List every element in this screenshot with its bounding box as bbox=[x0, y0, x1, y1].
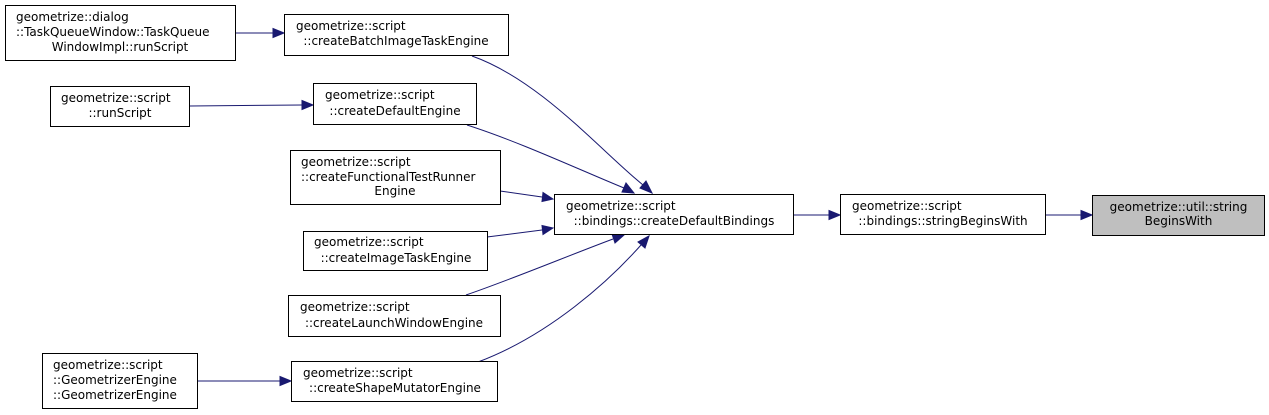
node-util-string-begins-with[interactable]: geometrize::util::string BeginsWith bbox=[1092, 195, 1265, 236]
node-label-line: ::bindings::stringBeginsWith bbox=[858, 214, 1027, 228]
node-label-line: WindowImpl::runScript bbox=[52, 40, 189, 54]
edge-create-image-task-engine-to-create-default-bindings bbox=[486, 229, 543, 238]
node-label-line: geometrize::script bbox=[325, 88, 435, 102]
arrowhead-icon bbox=[301, 99, 315, 111]
node-label-line: ::GeometrizerEngine bbox=[53, 388, 177, 402]
node-label-line: geometrize::script bbox=[296, 19, 406, 33]
edge-create-launch-window-engine-to-create-default-bindings bbox=[465, 238, 614, 296]
edge-create-shape-mutator-engine-to-create-default-bindings bbox=[477, 244, 642, 363]
node-label-line: geometrize::script bbox=[852, 199, 962, 213]
arrowhead-icon bbox=[611, 233, 626, 244]
edge-create-default-engine-to-create-default-bindings bbox=[466, 124, 625, 189]
arrowhead-icon bbox=[621, 182, 636, 194]
node-task-queue-window-run-script[interactable]: geometrize::dialog ::TaskQueueWindow::Ta… bbox=[5, 5, 236, 61]
arrowhead-icon bbox=[279, 375, 293, 387]
arrowhead-icon bbox=[272, 27, 286, 39]
arrowhead-icon bbox=[637, 234, 650, 249]
node-geometrizer-engine-constructor[interactable]: geometrize::script ::GeometrizerEngine :… bbox=[42, 353, 198, 409]
node-label-line: ::createShapeMutatorEngine bbox=[309, 381, 481, 395]
node-bindings-string-begins-with[interactable]: geometrize::script ::bindings::stringBeg… bbox=[840, 194, 1046, 235]
node-label-line: geometrize::dialog bbox=[16, 10, 129, 24]
node-label-line: ::createFunctionalTestRunner bbox=[301, 170, 476, 184]
arrowhead-icon bbox=[639, 180, 654, 194]
edge-create-functional-test-runner-engine-to-create-default-bindings bbox=[499, 190, 543, 198]
node-label-line: geometrize::script bbox=[61, 91, 171, 105]
edge-runscript-to-create-default-engine bbox=[189, 104, 303, 107]
node-create-launch-window-engine[interactable]: geometrize::script ::createLaunchWindowE… bbox=[288, 295, 501, 337]
node-label-line: geometrize::script bbox=[301, 155, 411, 169]
node-label-line: ::createDefaultEngine bbox=[329, 104, 460, 118]
node-label-line: geometrize::script bbox=[303, 366, 413, 380]
node-label-line: geometrize::script bbox=[300, 300, 410, 314]
node-label-line: Engine bbox=[374, 184, 415, 198]
arrowhead-icon bbox=[1080, 209, 1094, 221]
node-label-line: ::createLaunchWindowEngine bbox=[305, 316, 483, 330]
node-label-line: ::bindings::createDefaultBindings bbox=[574, 214, 775, 228]
node-create-image-task-engine[interactable]: geometrize::script ::createImageTaskEngi… bbox=[303, 231, 488, 271]
node-create-batch-image-task-engine[interactable]: geometrize::script ::createBatchImageTas… bbox=[284, 14, 509, 56]
node-label-line: ::TaskQueueWindow::TaskQueue bbox=[16, 25, 209, 39]
node-create-default-bindings[interactable]: geometrize::script ::bindings::createDef… bbox=[554, 194, 794, 235]
node-label-line: geometrize::script bbox=[53, 358, 163, 372]
node-run-script[interactable]: geometrize::script ::runScript bbox=[50, 86, 190, 127]
node-label-line: geometrize::script bbox=[314, 235, 424, 249]
arrowhead-icon bbox=[541, 224, 555, 236]
edges bbox=[189, 27, 1094, 387]
node-create-shape-mutator-engine[interactable]: geometrize::script ::createShapeMutatorE… bbox=[291, 361, 498, 402]
node-label-line: geometrize::util::string bbox=[1110, 200, 1248, 214]
node-label-line: ::createBatchImageTaskEngine bbox=[303, 34, 488, 48]
node-create-functional-test-runner-engine[interactable]: geometrize::script ::createFunctionalTes… bbox=[290, 150, 501, 205]
node-create-default-engine[interactable]: geometrize::script ::createDefaultEngine bbox=[313, 83, 477, 125]
node-label-line: ::createImageTaskEngine bbox=[321, 251, 472, 265]
node-label-line: BeginsWith bbox=[1145, 214, 1213, 228]
arrowhead-icon bbox=[541, 191, 555, 203]
edge-create-batch-image-task-engine-to-create-default-bindings bbox=[471, 55, 644, 186]
arrowhead-icon bbox=[828, 209, 842, 221]
node-label-line: ::runScript bbox=[88, 106, 151, 120]
node-label-line: ::GeometrizerEngine bbox=[53, 373, 177, 387]
node-label-line: geometrize::script bbox=[566, 199, 676, 213]
